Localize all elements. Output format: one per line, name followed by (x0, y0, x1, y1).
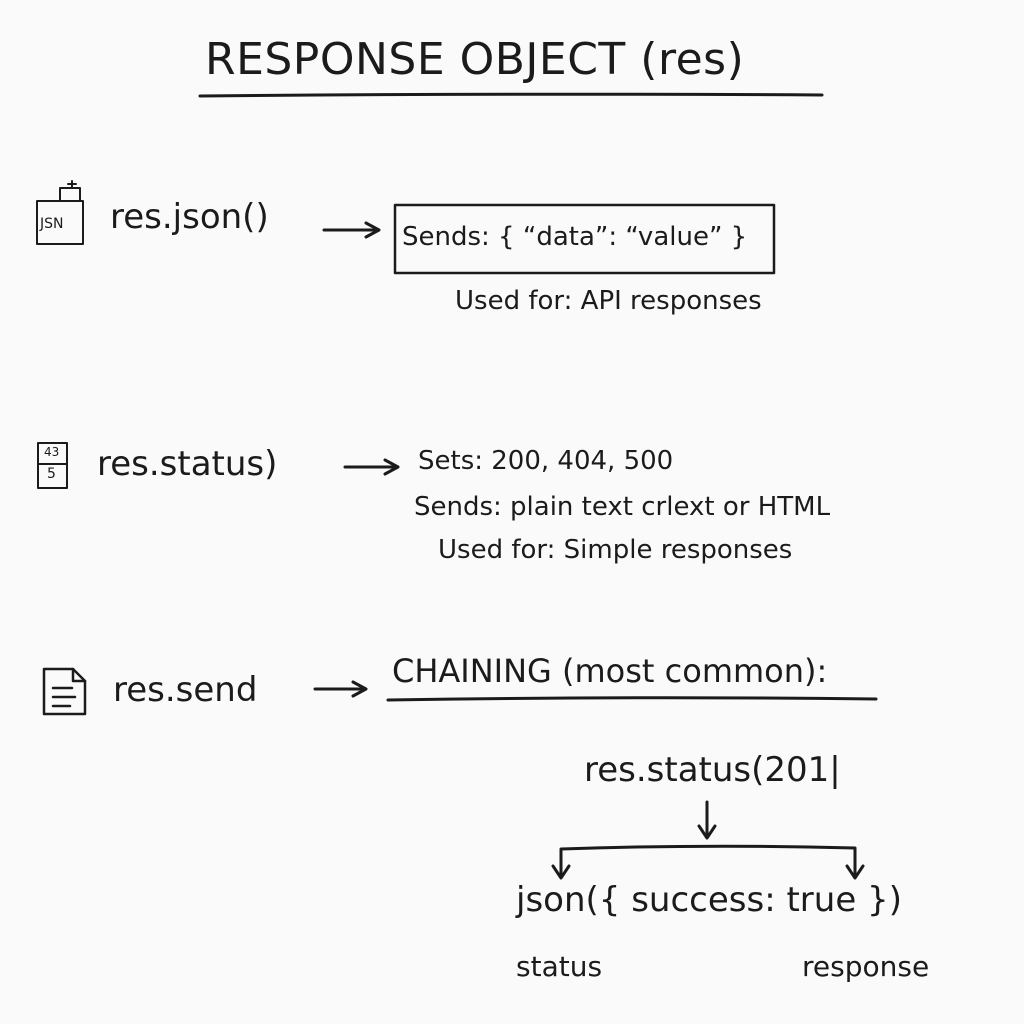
method-res-json: res.json() (110, 197, 269, 237)
document-icon (42, 667, 87, 716)
title-underline (198, 92, 824, 98)
status-sends-text: Sends: plain text crlext or HTML (414, 492, 831, 522)
json-used-for: Used for: API responses (455, 286, 762, 316)
json-sends-text: Sends: { “data”: “value” } (402, 222, 748, 252)
status-icon-top: 43 (44, 445, 60, 459)
json-icon-label: JSN (40, 216, 64, 232)
label-response: response (802, 950, 930, 983)
json-sends-box (393, 203, 776, 275)
arrow-send (313, 680, 368, 698)
method-res-send: res.send (113, 670, 258, 710)
status-used-for: Used for: Simple responses (438, 535, 793, 565)
chain-call: res.status(201| (584, 750, 841, 790)
label-status: status (516, 950, 603, 983)
status-sets-text: Sets: 200, 404, 500 (418, 446, 674, 476)
arrow-status (343, 458, 400, 476)
status-icon-bottom: 5 (47, 466, 56, 482)
arrow-json (322, 221, 381, 239)
chaining-underline (386, 696, 878, 702)
page-title: RESPONSE OBJECT (res) (205, 34, 745, 85)
chaining-heading: CHAINING (most common): (392, 652, 828, 690)
json-file-icon (36, 180, 84, 245)
chain-bracket (559, 844, 857, 878)
method-res-status: res.status) (97, 444, 278, 484)
arrow-chain-down (697, 800, 717, 840)
status-code-icon (37, 442, 68, 489)
chain-json: json({ success: true }) (516, 880, 902, 920)
